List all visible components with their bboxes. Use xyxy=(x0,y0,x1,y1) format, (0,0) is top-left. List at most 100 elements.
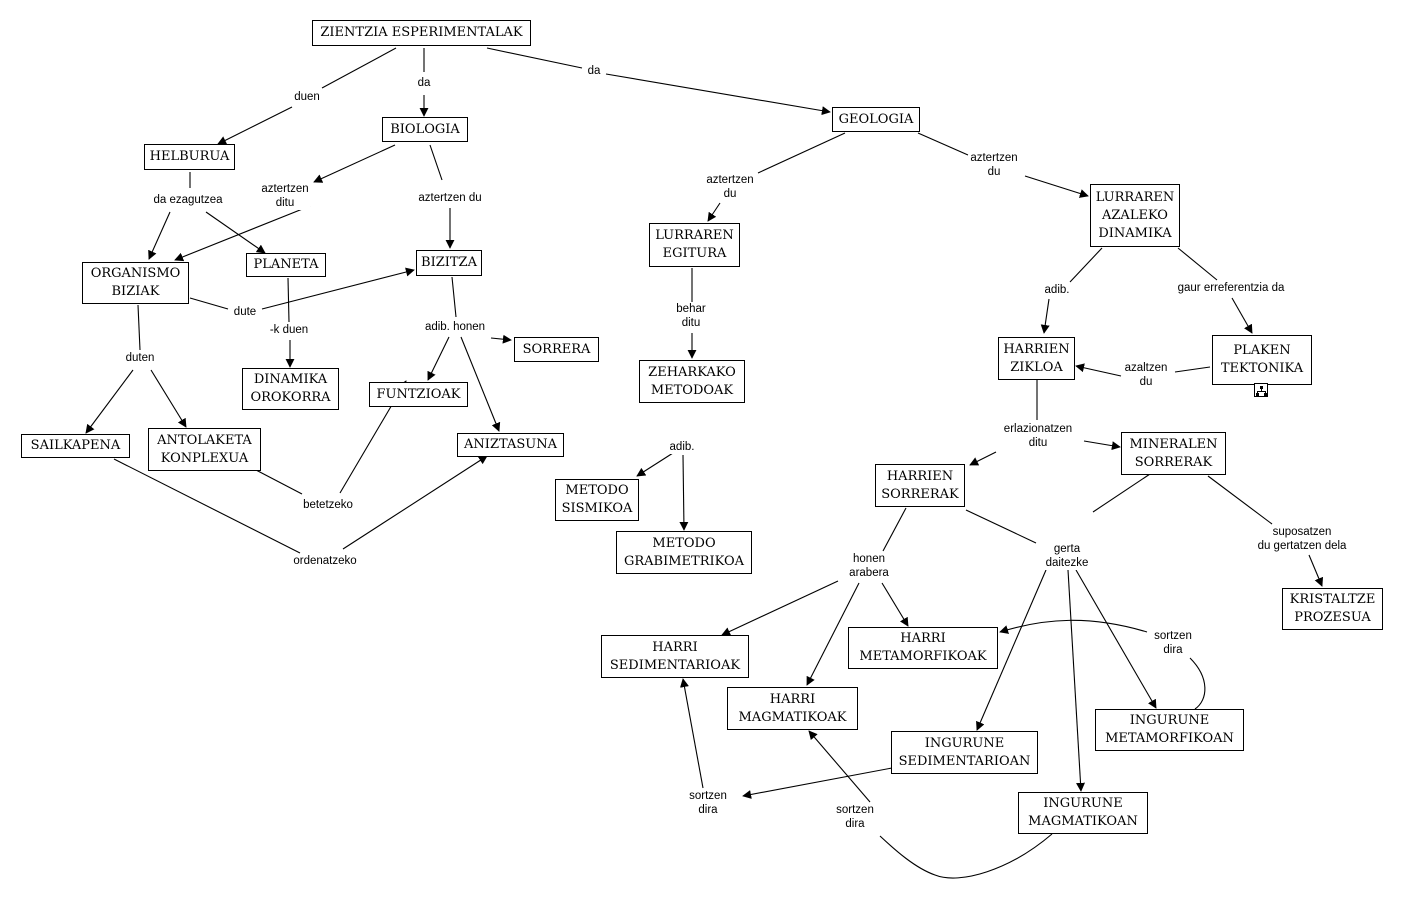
text-line: behar xyxy=(676,303,706,315)
text-line: HARRIEN xyxy=(1003,341,1070,357)
text-line: PLANETA xyxy=(253,257,319,272)
text-line: suposatzen xyxy=(1272,526,1332,538)
connector-arrow xyxy=(205,211,266,254)
text-line: aztertzen xyxy=(706,174,754,186)
connector-arrow xyxy=(742,767,893,799)
node-sorrera[interactable]: SORRERA xyxy=(514,337,599,362)
text-line: METAMORFIKOAN xyxy=(1105,731,1234,746)
text-line: OROKORRA xyxy=(250,390,331,405)
connector-arrow xyxy=(721,580,839,636)
text-line: dira xyxy=(845,818,865,830)
text-line: GEOLOGIA xyxy=(838,111,914,127)
link-label-adib-azaleko: adib. xyxy=(1042,283,1072,297)
link-label-da-geologia: da xyxy=(585,64,603,78)
link-label-da-ezagutzea: da ezagutzea xyxy=(151,193,225,207)
node-biologia[interactable]: BIOLOGIA xyxy=(382,117,468,142)
connector-arrow xyxy=(150,369,187,428)
text-line: ZEHARKAKO xyxy=(648,364,736,380)
text-line: du xyxy=(987,166,1001,178)
text-line: DINAMIKA xyxy=(253,372,328,387)
text-line: arabera xyxy=(849,567,889,579)
link-label-gaur-erreferentzia-da: gaur erreferentzia da xyxy=(1175,281,1287,295)
text-line: aztertzen du xyxy=(418,192,482,204)
node-funtzioak[interactable]: FUNTZIOAK xyxy=(369,382,468,407)
connector-arrow xyxy=(1231,297,1253,334)
text-line: dira xyxy=(698,804,718,816)
text-line: SAILKAPENA xyxy=(30,438,121,453)
connector-line xyxy=(255,469,303,495)
node-sailkapena[interactable]: SAILKAPENA xyxy=(21,434,130,458)
node-helburua[interactable]: HELBURUA xyxy=(144,144,235,170)
node-planeta[interactable]: PLANETA xyxy=(246,253,326,277)
text-line: ditu xyxy=(275,197,295,209)
text-line: erlazionatzen xyxy=(1003,423,1073,435)
connector-arrow xyxy=(605,73,831,116)
text-line: BIZIAK xyxy=(111,284,160,299)
text-line: ditu xyxy=(681,317,701,329)
link-label-adib-honen: adib. honen xyxy=(422,320,488,334)
connector-arrow xyxy=(707,202,721,222)
node-aniztasuna[interactable]: ANIZTASUNA xyxy=(457,433,564,457)
connector-arrow xyxy=(261,267,415,310)
concept-map-link-icon[interactable] xyxy=(1254,383,1268,397)
link-label-sortzen-dira-sedimentarioak: sortzen dira xyxy=(687,789,729,817)
text-line: LURRAREN xyxy=(1095,189,1175,205)
text-line: SORRERAK xyxy=(1134,454,1213,470)
connector-arrow xyxy=(217,106,293,145)
link-label-behar-ditu: behar ditu xyxy=(674,302,708,330)
text-line: sortzen xyxy=(836,804,874,816)
link-label-adib-zeharkako: adib. xyxy=(667,440,697,454)
text-line: ANIZTASUNA xyxy=(464,437,557,452)
text-line: sortzen xyxy=(1154,630,1192,642)
node-dinamika-orokorra[interactable]: DINAMIKA OROKORRA xyxy=(242,368,339,410)
text-line: -k duen xyxy=(269,324,309,336)
text-line: da xyxy=(417,77,431,89)
connector-line xyxy=(486,47,583,69)
text-line: sortzen xyxy=(689,790,727,802)
node-ingurune-metamorfikoan[interactable]: INGURUNE METAMORFIKOAN xyxy=(1095,709,1244,751)
text-line: ANTOLAKETA xyxy=(157,432,252,448)
text-line: BIOLOGIA xyxy=(390,121,460,137)
text-line: TEKTONIKA xyxy=(1220,361,1304,376)
connector-arrow xyxy=(85,369,134,434)
connector-arrow xyxy=(806,582,860,686)
node-geologia[interactable]: GEOLOGIA xyxy=(832,107,920,132)
connector-line xyxy=(1207,475,1273,525)
text-line: PROZESUA xyxy=(1294,610,1371,625)
text-line: ZIKLOA xyxy=(1010,359,1063,375)
connector-line xyxy=(882,507,907,552)
text-line: adib. honen xyxy=(424,321,486,333)
text-line: GRABIMETRIKOA xyxy=(623,553,745,569)
node-bizitza[interactable]: BIZITZA xyxy=(416,250,482,276)
connector-arrow xyxy=(1075,569,1157,709)
connector-line xyxy=(321,47,397,89)
text-line: INGURUNE xyxy=(1129,713,1210,728)
node-zientzia-esperimentalak[interactable]: ZIENTZIA ESPERIMENTALAK xyxy=(312,20,531,46)
connector-arrow xyxy=(342,455,488,550)
node-harrien-zikloa[interactable]: HARRIEN ZIKLOA xyxy=(998,337,1075,380)
connector-curve xyxy=(879,833,1053,879)
connector-arrow xyxy=(148,211,171,260)
